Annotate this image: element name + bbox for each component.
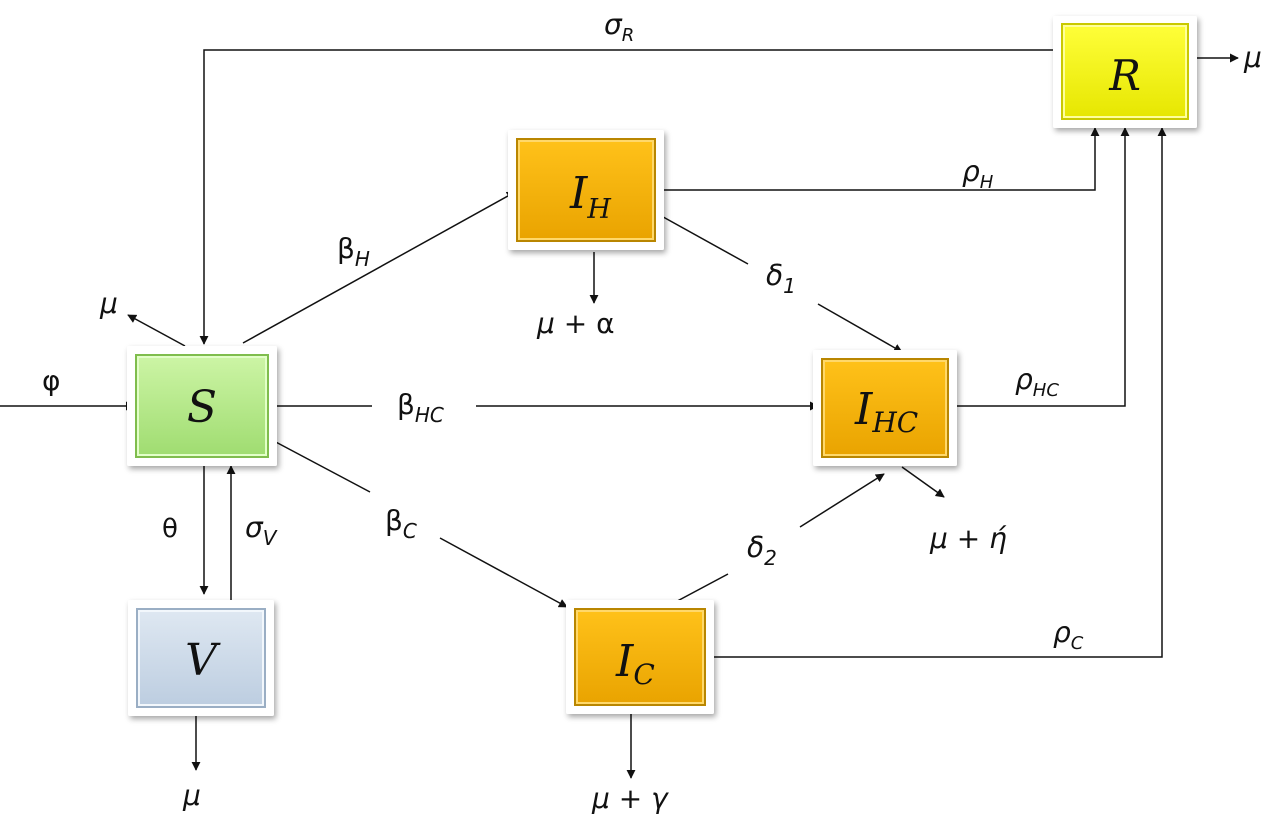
label-beta-h: βH (337, 232, 370, 271)
flow-arrows (0, 49, 1239, 779)
arrow-ih-to-ihc-a (655, 212, 749, 265)
label-sigma-v: σV (245, 511, 278, 550)
label-sigma-r: σR (604, 8, 634, 46)
arrow-ih-to-ihc-b (817, 303, 903, 353)
label-mu-eta: μ + ή (929, 522, 1007, 555)
arrow-ihc-out (901, 466, 945, 498)
compartment-v-label: V (185, 635, 221, 686)
compartment-v: V (128, 600, 274, 716)
arrow-ihc-to-r (950, 127, 1130, 407)
label-mu-alpha: μ + α (536, 307, 615, 340)
compartment-s-label: S (187, 382, 217, 433)
arrow-r-to-s (199, 49, 1062, 345)
label-mu-v: μ (182, 779, 201, 812)
label-phi: φ (42, 364, 60, 397)
label-beta-hc: βHC (397, 388, 444, 427)
arrow-s-to-ih (242, 191, 516, 344)
compartment-s: S (127, 346, 277, 466)
label-rho-c: ρC (1053, 616, 1084, 654)
label-rho-h: ρH (962, 155, 994, 193)
arrow-s-out (127, 314, 186, 347)
compartment-r: R (1053, 16, 1197, 128)
label-rho-hc: ρHC (1015, 363, 1059, 401)
compartment-r-label: R (1108, 51, 1141, 100)
label-mu-r: μ (1243, 41, 1262, 74)
compartment-ic-label: IC (615, 636, 655, 691)
compartment-ih-label: IH (569, 168, 611, 225)
arrow-ic-to-r (708, 127, 1167, 658)
label-delta-2: δ2 (747, 531, 777, 570)
arrow-s-to-ic-a (271, 439, 371, 493)
label-delta-1: δ1 (766, 259, 796, 298)
label-mu-s: μ (99, 287, 118, 320)
label-beta-c: βC (385, 504, 417, 543)
label-theta: θ (162, 514, 178, 544)
arrow-ih-to-r (656, 127, 1100, 191)
arrow-s-to-ic-b (439, 537, 568, 608)
arrow-ic-to-ihc-b (799, 473, 885, 528)
compartment-ihc: IHC (813, 350, 957, 466)
label-mu-gamma: μ + γ (591, 782, 669, 815)
compartment-ic: IC (566, 600, 714, 714)
compartment-ihc-label: IHC (854, 384, 918, 439)
compartment-ih: IH (508, 130, 664, 250)
